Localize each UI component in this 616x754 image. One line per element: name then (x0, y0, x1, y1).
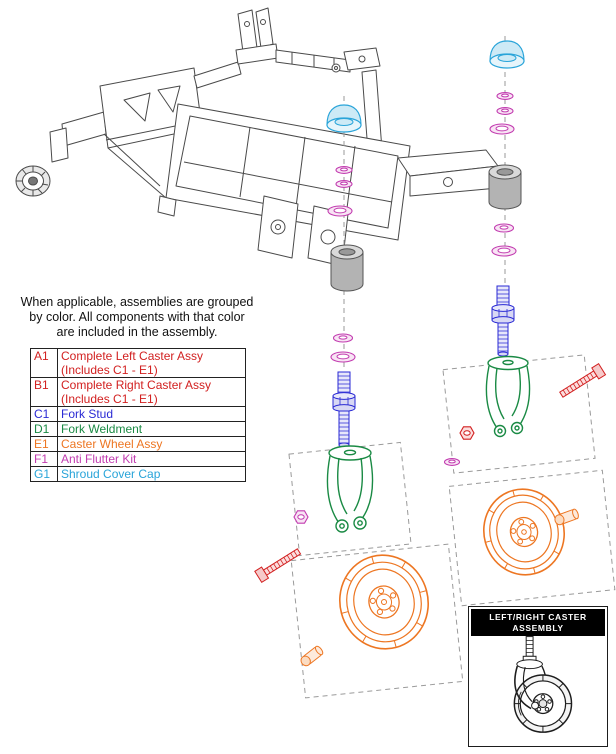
legend-label-e1: Caster Wheel Assy (57, 436, 246, 452)
legend-row-e1: E1 Caster Wheel Assy (30, 436, 246, 452)
legend-row-a1: A1 Complete Left Caster Assy (Includes C… (30, 348, 246, 378)
flutter-washer-right (443, 458, 461, 466)
legend-label-a1-line2: (Includes C1 - E1) (61, 363, 158, 377)
flutter-nut-left (293, 510, 309, 524)
legend-label-b1-line2: (Includes C1 - E1) (61, 392, 158, 406)
caster-nut-right (459, 426, 475, 440)
left-caster-explosion (254, 104, 430, 667)
legend-row-c1: C1 Fork Stud (30, 406, 246, 422)
anti-flutter-kit-right-lower (491, 223, 517, 257)
caster-bolt-right (559, 363, 607, 398)
anti-flutter-kit-left-lower (330, 333, 356, 363)
frame-assembly-drawing (15, 7, 499, 267)
inset-caption: LEFT/RIGHT CASTER ASSEMBLY (471, 609, 605, 636)
caster-bearing-housing-right (488, 164, 522, 210)
fork-weldment-left (326, 445, 374, 533)
fork-weldment-right (485, 355, 531, 438)
legend-row-d1: D1 Fork Weldment (30, 421, 246, 437)
right-caster-explosion (443, 40, 607, 576)
grouping-note-line3: are included in the assembly. (56, 325, 218, 339)
legend-code-g1: G1 (30, 466, 58, 482)
fork-stud-right (491, 285, 515, 357)
grouping-note-line1: When applicable, assemblies are grouped (20, 295, 254, 309)
legend-row-f1: F1 Anti Flutter Kit (30, 451, 246, 467)
legend-code-d1: D1 (30, 421, 58, 437)
legend-code-e1: E1 (30, 436, 58, 452)
caster-bolt-left (254, 548, 302, 584)
legend-label-g1: Shroud Cover Cap (57, 466, 246, 482)
caster-bearing-housing-left (330, 244, 364, 292)
shroud-cover-cap-left (326, 104, 362, 133)
caster-assembly-drawing (513, 636, 573, 733)
legend-code-b1: B1 (30, 377, 58, 407)
caster-wheel-right (482, 488, 566, 576)
axle-bolt-left (300, 645, 324, 667)
legend-row-b1: B1 Complete Right Caster Assy (Includes … (30, 377, 246, 407)
legend-label-b1-line1: Complete Right Caster Assy (61, 378, 212, 392)
caster-assembly-inset: LEFT/RIGHT CASTER ASSEMBLY (468, 606, 608, 747)
legend-label-a1-line1: Complete Left Caster Assy (61, 349, 204, 363)
legend-label-a1: Complete Left Caster Assy (Includes C1 -… (57, 348, 246, 378)
legend-label-f1: Anti Flutter Kit (57, 451, 246, 467)
grouping-note-line2: by color. All components with that color (29, 310, 245, 324)
inset-caption-line2: ASSEMBLY (512, 622, 564, 633)
anti-flutter-kit-left-upper (327, 166, 353, 217)
legend-code-f1: F1 (30, 451, 58, 467)
legend-label-d1: Fork Weldment (57, 421, 246, 437)
axle-bolt-right (554, 508, 579, 526)
legend-row-g1: G1 Shroud Cover Cap (30, 466, 246, 482)
shroud-cover-cap-right (489, 40, 525, 69)
inset-caption-line1: LEFT/RIGHT CASTER (489, 612, 587, 622)
legend-code-c1: C1 (30, 406, 58, 422)
legend-code-a1: A1 (30, 348, 58, 378)
fork-stud-left (332, 371, 356, 448)
legend-label-b1: Complete Right Caster Assy (Includes C1 … (57, 377, 246, 407)
anti-flutter-kit-right-upper (489, 92, 515, 135)
legend-table: A1 Complete Left Caster Assy (Includes C… (30, 348, 246, 482)
legend-label-c1: Fork Stud (57, 406, 246, 422)
grouping-note: When applicable, assemblies are grouped … (2, 295, 272, 340)
caster-wheel-left (338, 554, 430, 650)
